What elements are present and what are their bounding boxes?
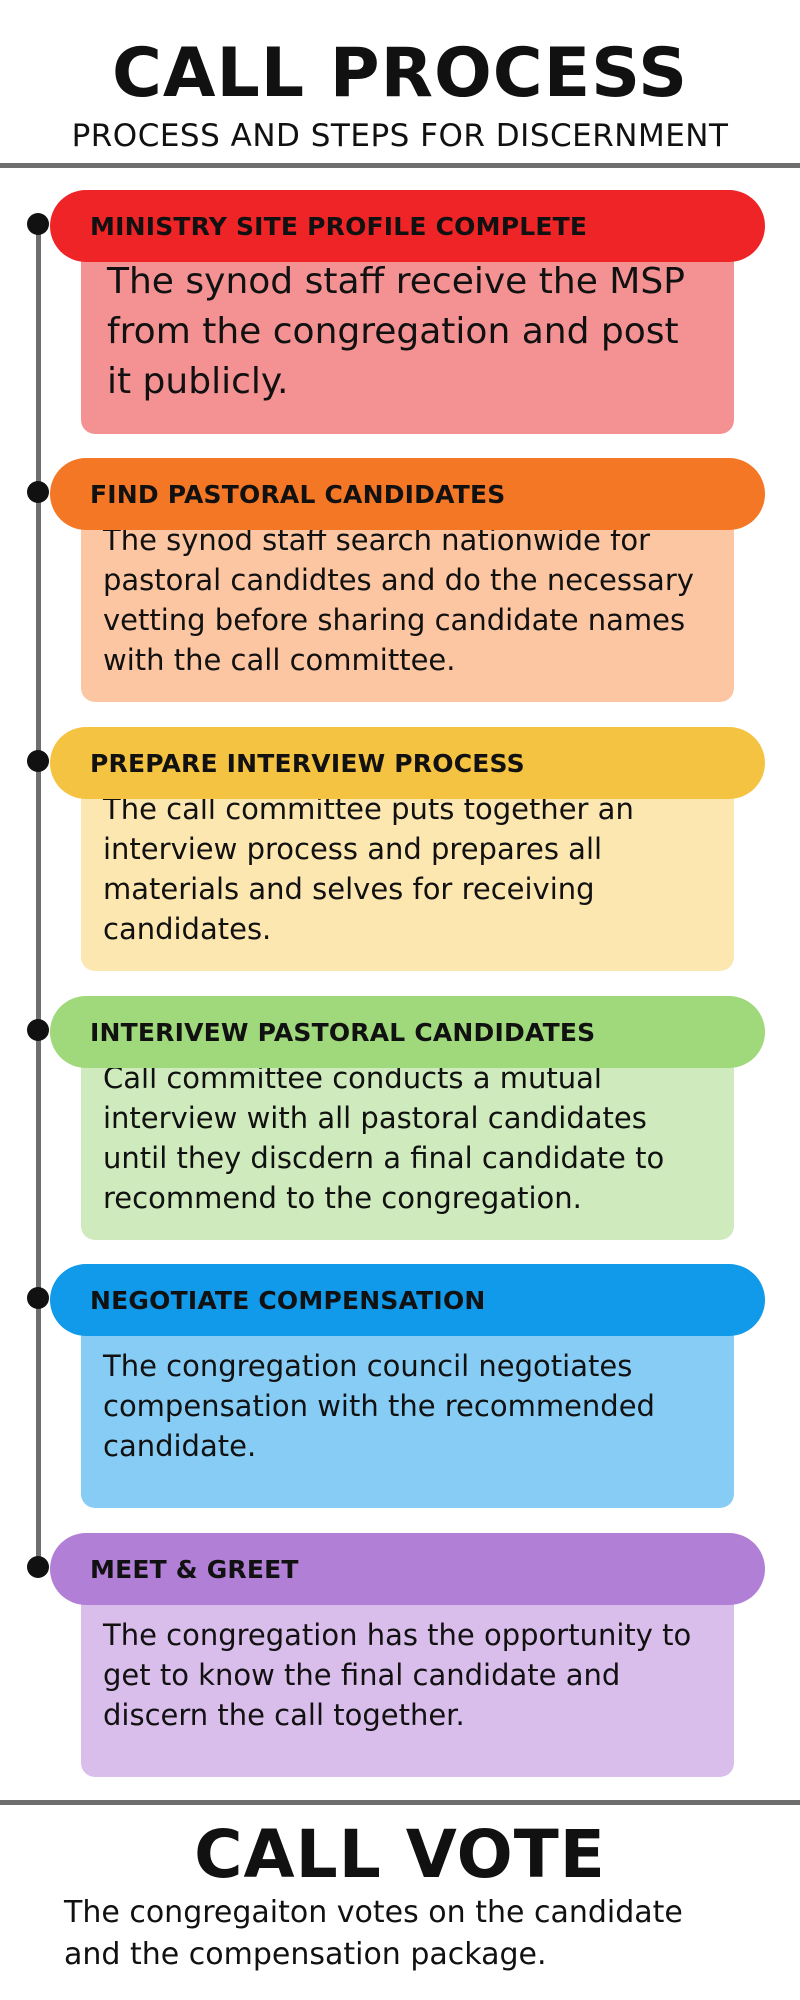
top-divider bbox=[0, 163, 800, 168]
timeline-dot bbox=[27, 1287, 49, 1309]
step-card: The congregation has the opportunity to … bbox=[0, 1533, 800, 1778]
timeline-dot bbox=[27, 1556, 49, 1578]
step-card: The call committee puts together an inte… bbox=[0, 727, 800, 972]
step-description-box: The congregation council negotiates comp… bbox=[81, 1304, 734, 1508]
timeline-dot bbox=[27, 750, 49, 772]
step-title: MEET & GREET bbox=[90, 1554, 299, 1584]
timeline-dot bbox=[27, 213, 49, 235]
step-description: The congregation council negotiates comp… bbox=[103, 1349, 655, 1463]
step-card: The synod staff search nationwide for pa… bbox=[0, 458, 800, 703]
bottom-divider bbox=[0, 1800, 800, 1805]
step-description: The synod staff receive the MSP from the… bbox=[107, 261, 685, 402]
timeline-dot bbox=[27, 1019, 49, 1041]
step-description: The call committee puts together an inte… bbox=[103, 792, 634, 946]
step-description: The congregation has the opportunity to … bbox=[103, 1618, 692, 1732]
step-header: NEGOTIATE COMPENSATION bbox=[50, 1264, 765, 1336]
page-title: CALL PROCESS bbox=[111, 34, 689, 113]
step-header: INTERIVEW PASTORAL CANDIDATES bbox=[50, 996, 765, 1068]
step-card: The congregation council negotiates comp… bbox=[0, 1264, 800, 1509]
step-description-box: Call committee conducts a mutual intervi… bbox=[81, 1036, 734, 1240]
step-title: MINISTRY SITE PROFILE COMPLETE bbox=[90, 211, 588, 241]
step-description: The synod staff search nationwide for pa… bbox=[103, 523, 694, 677]
step-header: MINISTRY SITE PROFILE COMPLETE bbox=[50, 190, 765, 262]
step-title: NEGOTIATE COMPENSATION bbox=[90, 1285, 486, 1315]
step-header: FIND PASTORAL CANDIDATES bbox=[50, 458, 765, 530]
step-description-box: The congregation has the opportunity to … bbox=[81, 1573, 734, 1777]
step-card: Call committee conducts a mutual intervi… bbox=[0, 996, 800, 1241]
step-title: INTERIVEW PASTORAL CANDIDATES bbox=[90, 1017, 596, 1047]
step-description-box: The synod staff receive the MSP from the… bbox=[81, 230, 734, 434]
step-title: PREPARE INTERVIEW PROCESS bbox=[90, 748, 525, 778]
step-card: The synod staff receive the MSP from the… bbox=[0, 190, 800, 435]
footer-text: The congregaiton votes on the candidate … bbox=[64, 1895, 683, 1972]
step-header: PREPARE INTERVIEW PROCESS bbox=[50, 727, 765, 799]
step-title: FIND PASTORAL CANDIDATES bbox=[90, 479, 506, 509]
footer-title: CALL VOTE bbox=[194, 1816, 606, 1893]
page-subtitle: PROCESS AND STEPS FOR DISCERNMENT bbox=[71, 118, 729, 154]
timeline-dot bbox=[27, 481, 49, 503]
step-description: Call committee conducts a mutual intervi… bbox=[103, 1061, 665, 1215]
step-header: MEET & GREET bbox=[50, 1533, 765, 1605]
timeline-line bbox=[36, 222, 41, 1567]
